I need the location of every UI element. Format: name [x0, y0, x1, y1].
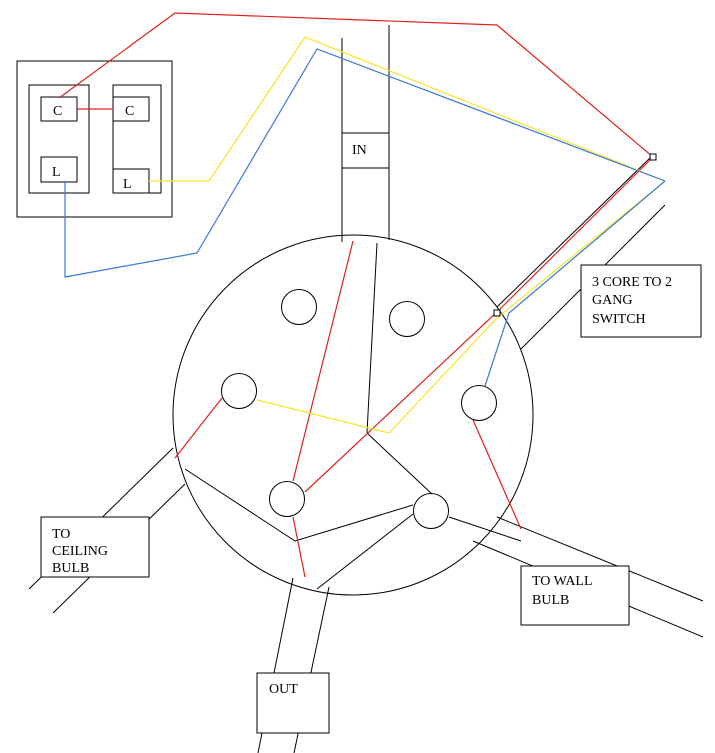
- terminal-right: [461, 385, 497, 421]
- terminal-bottom-right: [413, 493, 449, 529]
- wall-bulb-label-box: [520, 565, 630, 626]
- black-wire-out-neutral: [316, 513, 414, 590]
- yellow-wire-rose: [256, 180, 666, 434]
- blue-wire-switch: [64, 48, 666, 278]
- switch-cable-label: 3 CORE TO 2 GANG SWITCH: [592, 275, 676, 327]
- switch-cable-junction: [649, 153, 657, 161]
- yellow-wire-switch: [149, 36, 666, 182]
- ceiling-label-line-1: TO: [52, 527, 70, 542]
- ceiling-bulb-label: TO CEILING BULB: [52, 527, 112, 576]
- red-wire-ceiling-live: [174, 397, 223, 459]
- red-wire-wall-live: [472, 419, 522, 530]
- in-cable: IN: [341, 25, 390, 242]
- three-core-cable: 3 CORE TO 2 GANG SWITCH: [496, 157, 702, 350]
- wall-label-line-2: BULB: [532, 593, 569, 608]
- right-common-terminal: [112, 96, 150, 122]
- right-live-label: L: [123, 177, 132, 192]
- black-wires: [184, 242, 522, 590]
- blue-wire-rose: [484, 180, 666, 387]
- out-label-box: [256, 672, 330, 734]
- out-cable: OUT: [256, 577, 330, 753]
- left-live-label: L: [52, 165, 61, 180]
- wall-bulb-label: TO WALL BULB: [532, 574, 596, 608]
- in-label: IN: [352, 143, 367, 158]
- ceiling-rose: [172, 234, 534, 596]
- terminal-bottom-left: [269, 481, 305, 517]
- left-live-terminal: [40, 156, 78, 183]
- ceiling-bulb-cable: TO CEILING BULB: [28, 447, 186, 614]
- wall-label-line-1: TO WALL: [532, 574, 592, 589]
- terminal-top-left: [281, 289, 317, 325]
- switch-cable-label-box: [580, 264, 702, 338]
- colored-wires: [58, 12, 666, 578]
- black-wire-in-neutral: [366, 242, 378, 434]
- black-wire-ceiling-neutral: [184, 468, 414, 542]
- switch-cable-line-3: SWITCH: [592, 312, 646, 327]
- red-wire-out-live: [292, 516, 306, 578]
- right-live-terminal: [112, 168, 150, 194]
- rose-cable-junction: [493, 309, 501, 317]
- ceiling-label-line-2: CEILING: [52, 544, 108, 559]
- two-gang-switch: C C L L: [16, 60, 173, 218]
- red-wire-in-live: [292, 240, 354, 482]
- terminal-top-right: [389, 301, 425, 337]
- switch-cable-line-1: 3 CORE TO 2: [592, 275, 672, 290]
- terminal-left: [221, 373, 257, 409]
- ceiling-label-line-3: BULB: [52, 561, 89, 576]
- out-label: OUT: [269, 682, 298, 697]
- in-label-box: [341, 132, 390, 169]
- black-wire-to-bottom-right: [366, 432, 433, 495]
- red-wire-top: [58, 12, 654, 158]
- switch-cable-line-2: GANG: [592, 293, 632, 308]
- left-common-label: C: [53, 104, 62, 119]
- black-wire-wall-neutral: [448, 516, 522, 542]
- ceiling-bulb-label-box: [40, 516, 150, 578]
- right-common-label: C: [125, 104, 134, 119]
- wall-bulb-cable: TO WALL BULB: [472, 516, 704, 638]
